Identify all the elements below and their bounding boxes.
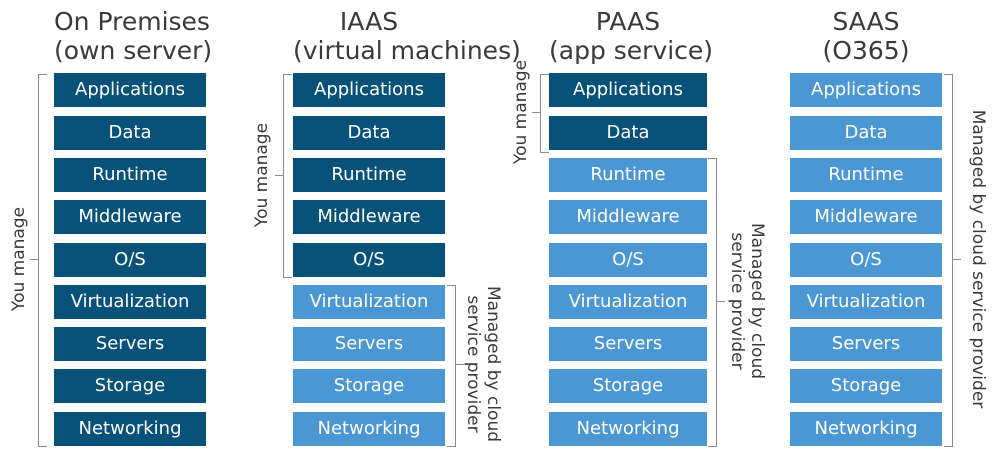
layer-middleware: Middleware [790, 200, 942, 234]
you-manage-bracket [283, 74, 292, 278]
provider-bracket [708, 158, 717, 447]
provider-label-line2: service provider [463, 295, 483, 433]
column-title: IAAS (virtual machines) [293, 7, 521, 65]
provider-bracket [447, 285, 456, 447]
title-line1: SAAS [832, 7, 900, 36]
layer-storage: Storage [549, 369, 707, 403]
you-manage-label: You manage [9, 206, 29, 312]
provider-label-line1: Managed by cloud [747, 222, 767, 380]
layer-os: O/S [293, 243, 445, 277]
title-line2: (O365) [822, 36, 910, 65]
title-line1: IAAS [339, 7, 399, 36]
layer-virtualization: Virtualization [293, 285, 445, 319]
layer-middleware: Middleware [293, 200, 445, 234]
column-title: On Premises (own server) [54, 7, 213, 65]
provider-label-line2: service provider [727, 232, 747, 370]
title-line2: (app service) [549, 36, 714, 65]
provider-label: Managed by cloud service provider [968, 109, 988, 409]
layer-applications: Applications [790, 73, 942, 107]
layer-runtime: Runtime [790, 158, 942, 192]
bracket-tick [953, 259, 961, 260]
layer-applications: Applications [549, 73, 707, 107]
title-line1: On Premises [54, 7, 210, 36]
provider-label: Managed by cloud service provider [727, 223, 767, 379]
layer-os: O/S [549, 243, 707, 277]
you-manage-bracket [540, 74, 549, 153]
layer-networking: Networking [549, 412, 707, 446]
layer-networking: Networking [54, 412, 206, 446]
layer-middleware: Middleware [549, 200, 707, 234]
layer-os: O/S [54, 243, 206, 277]
provider-bracket [944, 74, 953, 447]
you-manage-label: You manage [511, 59, 531, 165]
layer-data: Data [790, 116, 942, 150]
layer-data: Data [549, 116, 707, 150]
layer-networking: Networking [790, 412, 942, 446]
title-line2: (own server) [54, 36, 213, 65]
layer-applications: Applications [293, 73, 445, 107]
bracket-tick [717, 301, 725, 302]
layer-virtualization: Virtualization [549, 285, 707, 319]
layer-applications: Applications [54, 73, 206, 107]
layer-data: Data [54, 116, 206, 150]
layer-servers: Servers [549, 327, 707, 361]
provider-label-line1: Managed by cloud [483, 285, 503, 443]
layer-runtime: Runtime [54, 158, 206, 192]
layer-servers: Servers [293, 327, 445, 361]
layer-storage: Storage [54, 369, 206, 403]
layer-data: Data [293, 116, 445, 150]
layer-servers: Servers [54, 327, 206, 361]
layer-os: O/S [790, 243, 942, 277]
provider-label: Managed by cloud service provider [463, 286, 503, 442]
bracket-tick [456, 364, 464, 365]
column-title: SAAS (O365) [790, 7, 942, 65]
title-line2: (virtual machines) [293, 36, 521, 65]
layer-storage: Storage [790, 369, 942, 403]
you-manage-label: You manage [252, 122, 272, 228]
bracket-tick [275, 175, 283, 176]
layer-runtime: Runtime [293, 158, 445, 192]
layer-middleware: Middleware [54, 200, 206, 234]
layer-virtualization: Virtualization [54, 285, 206, 319]
column-title: PAAS (app service) [549, 7, 714, 65]
you-manage-bracket [38, 74, 47, 447]
layer-networking: Networking [293, 412, 445, 446]
bracket-tick [30, 259, 38, 260]
layer-storage: Storage [293, 369, 445, 403]
title-line1: PAAS [595, 7, 661, 36]
layer-servers: Servers [790, 327, 942, 361]
bracket-tick [532, 112, 540, 113]
layer-runtime: Runtime [549, 158, 707, 192]
layer-virtualization: Virtualization [790, 285, 942, 319]
